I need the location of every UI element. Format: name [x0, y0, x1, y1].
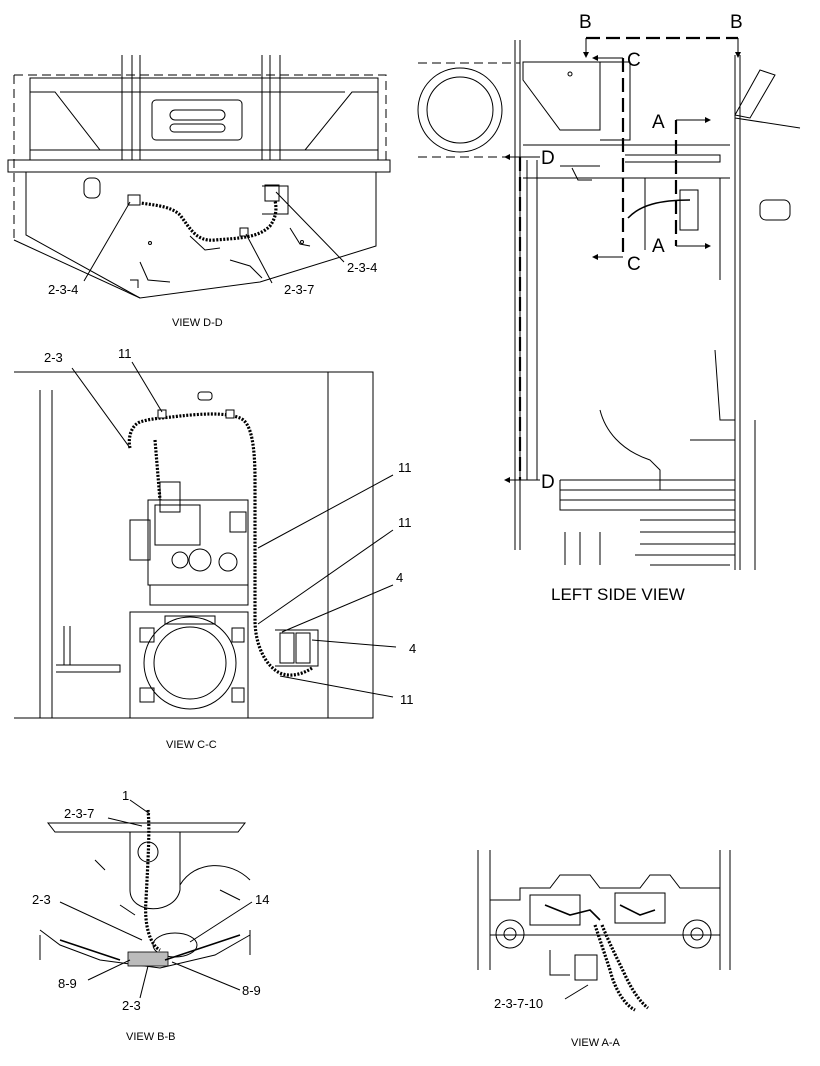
- view-bb-caption: VIEW B-B: [126, 1031, 176, 1043]
- callout-cc-11-bottom: 11: [400, 692, 414, 707]
- section-mark-b-right: B: [730, 12, 743, 33]
- view-aa-drawing: [477, 850, 731, 1012]
- section-mark-c-top: C: [627, 50, 641, 71]
- view-dd-drawing: [7, 55, 391, 299]
- view-cc-caption: VIEW C-C: [166, 739, 217, 751]
- view-dd-caption: VIEW D-D: [172, 317, 223, 329]
- view-bb-drawing: [39, 809, 251, 969]
- section-mark-a-bottom: A: [652, 236, 665, 257]
- callout-bb-8-9-left: 8-9: [58, 976, 77, 991]
- view-aa-leaders: [564, 984, 589, 1000]
- callout-dd-2-3-4-right: 2-3-4: [347, 260, 377, 275]
- view-bb-leaders: [59, 799, 253, 999]
- callout-aa-2-3-7-10: 2-3-7-10: [494, 996, 543, 1011]
- callout-bb-2-3-7: 2-3-7: [64, 806, 94, 821]
- callout-dd-2-3-4-left: 2-3-4: [48, 282, 78, 297]
- callout-bb-1: 1: [122, 788, 129, 803]
- section-mark-c-bottom: C: [627, 254, 641, 275]
- view-aa-caption: VIEW A-A: [571, 1037, 621, 1049]
- left-side-view-caption: LEFT SIDE VIEW: [551, 585, 685, 604]
- callout-cc-11-top: 11: [118, 346, 132, 361]
- callout-cc-2-3: 2-3: [44, 350, 63, 365]
- section-mark-d-bottom: D: [541, 472, 555, 493]
- view-dd-leaders: [83, 191, 345, 284]
- callout-bb-14: 14: [255, 892, 269, 907]
- callout-cc-4-b: 4: [409, 641, 416, 656]
- view-cc-leaders: [71, 361, 397, 698]
- callout-cc-4-a: 4: [396, 570, 403, 585]
- callout-dd-2-3-7: 2-3-7: [284, 282, 314, 297]
- section-mark-a-top: A: [652, 112, 665, 133]
- callout-bb-2-3-bottom: 2-3: [122, 998, 141, 1013]
- callout-bb-8-9-right: 8-9: [242, 983, 261, 998]
- view-cc-drawing: [14, 371, 374, 719]
- left-side-drawing: [417, 36, 801, 570]
- section-mark-d-top: D: [541, 148, 555, 169]
- section-mark-b-left: B: [579, 12, 592, 33]
- callout-cc-11-a: 11: [398, 460, 412, 475]
- callout-cc-11-b: 11: [398, 515, 412, 530]
- callout-bb-2-3-left: 2-3: [32, 892, 51, 907]
